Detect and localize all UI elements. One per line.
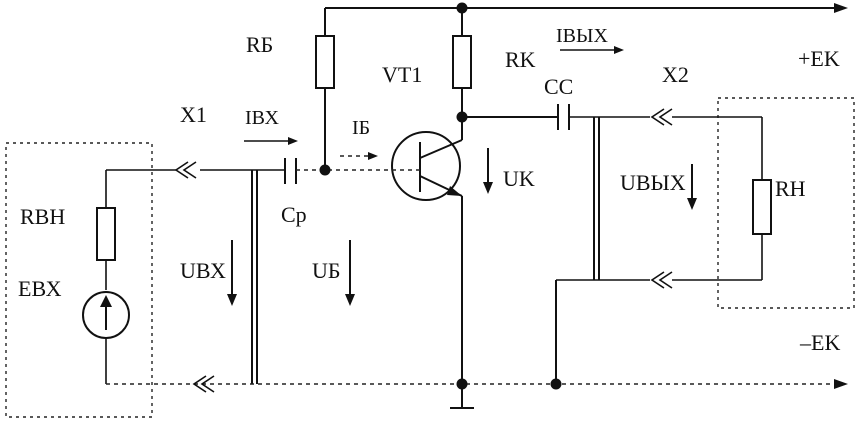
plus-ek-arrowhead <box>834 3 848 13</box>
label-cp: Cp <box>281 202 307 227</box>
label-rn: RН <box>775 176 806 201</box>
emitter-arrow <box>447 186 462 196</box>
u-in-arrowhead <box>227 294 237 306</box>
source-arrowhead <box>100 295 112 307</box>
label-u-in: UВХ <box>180 258 226 283</box>
label-cc: CC <box>544 74 573 99</box>
connector-x2-bottom <box>650 271 673 289</box>
label-vt1: VT1 <box>382 62 422 87</box>
i-in-arrowhead <box>288 137 298 145</box>
resistor-rb <box>315 35 335 89</box>
label-rb: RБ <box>246 32 273 57</box>
i-out-arrowhead <box>614 46 624 54</box>
label-i-in: IВХ <box>245 107 280 129</box>
label-rk: RK <box>505 47 536 72</box>
label-plus-ek: +EK <box>798 46 840 71</box>
connector-x2-top <box>650 108 673 126</box>
transistor-collector <box>419 139 463 159</box>
label-x1: X1 <box>180 102 207 127</box>
label-ub: UБ <box>312 258 341 283</box>
load-box <box>717 97 855 309</box>
transistor-vt1-body <box>391 131 461 201</box>
node-base <box>319 164 331 176</box>
u-b-arrowhead <box>345 294 355 306</box>
label-minus-ek: –EK <box>799 330 840 355</box>
resistor-rn <box>752 179 772 235</box>
resistor-rvn <box>96 207 116 261</box>
label-i-out: IВЫХ <box>556 25 608 47</box>
connector-x1-top <box>174 161 197 179</box>
u-k-arrowhead <box>483 182 493 194</box>
label-x2: X2 <box>662 62 689 87</box>
connector-x1-bottom <box>192 375 215 393</box>
label-uk: UK <box>503 166 535 191</box>
label-u-out: UВЫХ <box>620 170 686 195</box>
u-out-arrowhead <box>687 198 697 210</box>
node-ground <box>456 378 468 390</box>
label-i-b: IБ <box>352 117 370 139</box>
minus-ek-arrowhead <box>834 379 848 389</box>
label-ein: EВХ <box>18 276 62 301</box>
label-rvn: RВН <box>20 204 65 229</box>
i-b-arrowhead <box>368 152 378 160</box>
resistor-rk <box>452 35 472 89</box>
input-source-box <box>5 142 153 418</box>
